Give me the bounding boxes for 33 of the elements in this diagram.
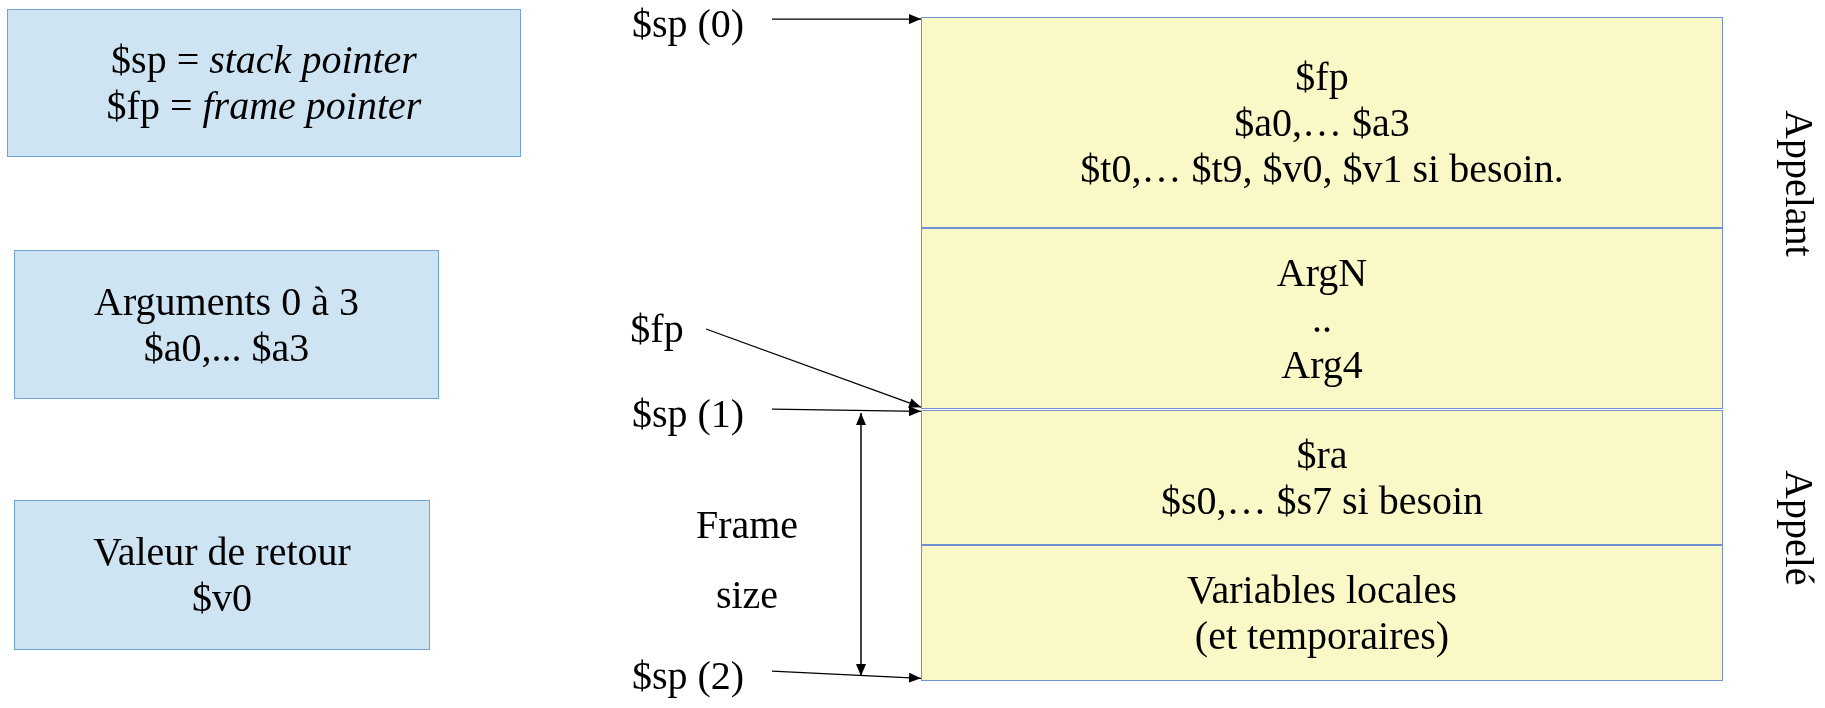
info-box bbox=[14, 500, 430, 650]
side-label: Appelé bbox=[1776, 470, 1822, 586]
slot-text: $s0,… $s7 si besoin bbox=[1160, 477, 1484, 524]
slot-text: $a0,… $a3 bbox=[1234, 99, 1410, 146]
pointer-label: $sp (0) bbox=[608, 0, 768, 48]
stack-slot bbox=[921, 545, 1723, 681]
pointer-label: $fp bbox=[612, 305, 702, 353]
info-box bbox=[7, 9, 521, 157]
slot-text: ArgN bbox=[1276, 249, 1368, 296]
slot-text: $sp = stack pointer bbox=[111, 37, 417, 83]
arrow bbox=[705, 328, 922, 408]
arrow bbox=[771, 14, 922, 25]
slot-text: Arguments 0 à 3 bbox=[94, 278, 359, 325]
stack-slot bbox=[921, 410, 1723, 545]
side-label: Appelant bbox=[1776, 110, 1822, 257]
slot-text: $fp bbox=[1295, 53, 1349, 100]
slot-text: $t0,… $t9, $v0, $v1 si besoin. bbox=[1080, 145, 1564, 192]
pointer-label: $sp (1) bbox=[608, 390, 768, 438]
slot-text: $ra bbox=[1296, 431, 1348, 478]
slot-text: $a0,... $a3 bbox=[143, 324, 310, 371]
stack-slot bbox=[921, 228, 1723, 409]
pointer-label: $sp (2) bbox=[608, 652, 768, 700]
slot-text: (et temporaires) bbox=[1194, 613, 1450, 659]
info-box bbox=[14, 250, 439, 399]
slot-text: $fp = frame pointer bbox=[106, 83, 422, 129]
slot-text: .. bbox=[1312, 295, 1332, 342]
slot-text: $v0 bbox=[192, 575, 252, 621]
slot-text: Valeur de retour bbox=[93, 529, 351, 575]
stack-slot bbox=[921, 17, 1723, 228]
slot-text: Arg4 bbox=[1281, 341, 1363, 388]
arrow bbox=[771, 670, 922, 683]
arrow bbox=[771, 406, 922, 417]
slot-text: Variables locales bbox=[1187, 567, 1457, 613]
